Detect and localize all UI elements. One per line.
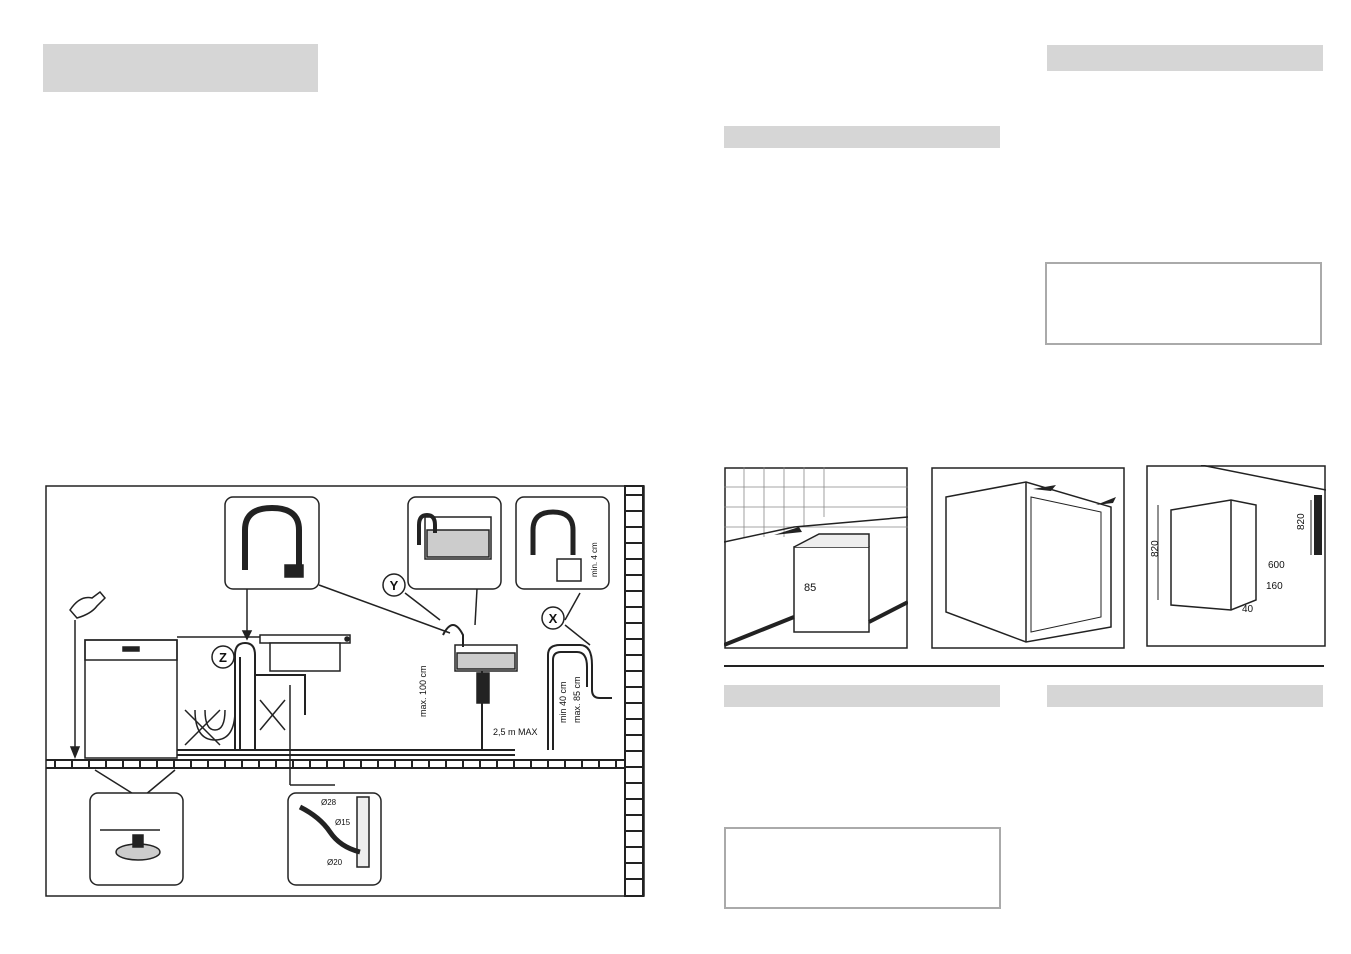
callout-hose-bend: [224, 496, 320, 590]
brick-wall: [624, 485, 644, 897]
label-max-85: max. 85 cm: [572, 676, 582, 723]
label-2-5-max: 2,5 m MAX: [493, 727, 538, 737]
callout-basin: [407, 496, 502, 590]
sink: [259, 634, 351, 672]
figure-dimensions: 820 820 600 160 40: [1146, 465, 1326, 647]
callout-hose-connector: [287, 792, 382, 886]
drain-hose: [177, 641, 612, 756]
counter-height-value: 85: [804, 582, 816, 594]
label-d28: Ø28: [321, 798, 337, 807]
marker-y: [382, 573, 406, 597]
label-y: Y: [390, 578, 399, 593]
label-x: X: [549, 611, 558, 626]
dishwasher: [84, 639, 178, 759]
callout-leveling-foot: [89, 792, 184, 886]
prohibited-siphon-icon: [184, 699, 286, 746]
heading-bar-right-bottom: [1047, 685, 1323, 707]
dim-niche-height: 820: [1296, 513, 1307, 530]
label-z: Z: [219, 650, 227, 665]
dim-depth-offset: 160: [1266, 581, 1283, 592]
figure-counter-height: 85: [724, 467, 908, 649]
heading-bar-middle-top: [724, 126, 1000, 148]
dim-plinth: 40: [1242, 604, 1254, 615]
marker-x: [541, 606, 565, 630]
figure-top-panel: [931, 467, 1125, 649]
dim-height: 820: [1150, 540, 1161, 557]
heading-bar-middle-bottom: [724, 685, 1000, 707]
label-min-40: min 40 cm: [558, 681, 568, 723]
note-box-middle: [724, 827, 1001, 909]
label-d15: Ø15: [335, 818, 351, 827]
callout-min-gap: [515, 496, 610, 590]
hand-level-icon: [69, 590, 107, 760]
note-box-right: [1045, 262, 1322, 345]
heading-bar-main: [43, 44, 318, 92]
label-max-100: max. 100 cm: [418, 665, 428, 717]
basin-y: [454, 644, 518, 704]
heading-bar-right-top: [1047, 45, 1323, 71]
marker-z: [211, 645, 235, 669]
dim-width: 600: [1268, 560, 1285, 571]
section-divider: [724, 665, 1324, 667]
floor: [46, 759, 625, 769]
label-d20: Ø20: [327, 858, 343, 867]
label-min-4: min. 4 cm: [590, 542, 599, 577]
drain-installation-diagram: Z Y X max. 100 cm min. 4 cm 2,5 m MAX mi…: [45, 485, 645, 897]
